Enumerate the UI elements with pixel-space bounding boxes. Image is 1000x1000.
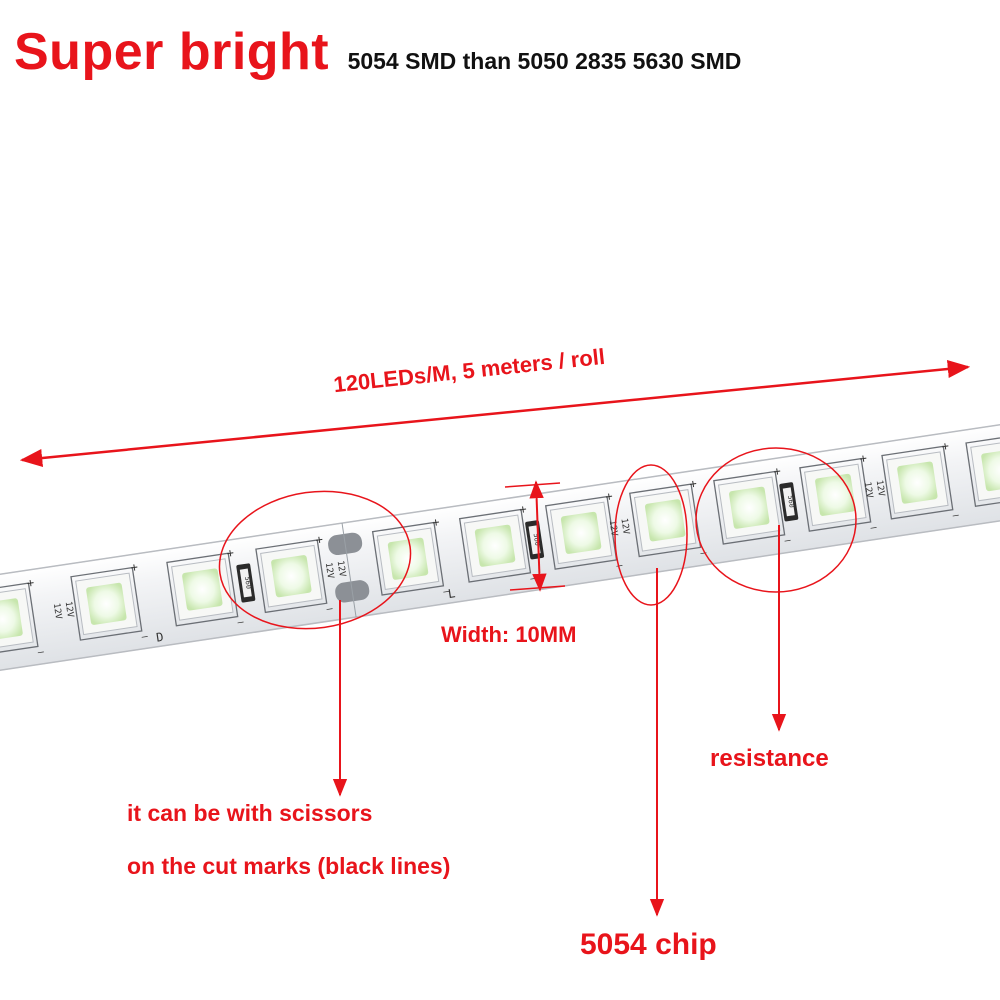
voltage-mark: 12V (862, 481, 874, 499)
led-emitter (271, 555, 312, 598)
voltage-mark: 12V (63, 601, 75, 619)
plus-mark: + (431, 515, 440, 530)
voltage-mark: 12V (51, 602, 63, 620)
title-subtitle: 5054 SMD than 5050 2835 5630 SMD (347, 48, 742, 74)
minus-mark: — (700, 547, 709, 559)
title-row: Super bright 5054 SMD than 5050 2835 563… (14, 22, 741, 82)
strip-letter-l: L (447, 586, 456, 601)
minus-mark: — (237, 617, 246, 629)
minus-mark: — (952, 510, 961, 522)
plus-mark: + (130, 560, 139, 575)
strip-edge-bottom (0, 505, 1000, 681)
length-label: 120LEDs/M, 5 meters / roll (332, 344, 606, 397)
led-emitter (815, 473, 856, 516)
width-dimension-line (529, 480, 547, 592)
cut-line (341, 523, 357, 618)
cut-instruction-line2: on the cut marks (black lines) (127, 853, 451, 879)
width-tick-top (504, 482, 561, 488)
width-label: Width: 10MM (441, 622, 577, 647)
led-outline (544, 495, 618, 570)
led-emitter (474, 524, 516, 567)
led-emitter (644, 499, 686, 542)
led-outline (713, 470, 786, 545)
length-arrow (19, 360, 971, 467)
resistor-face (239, 568, 252, 598)
led-emitter (0, 598, 23, 641)
minus-mark: — (870, 522, 879, 534)
plus-mark: + (518, 502, 527, 517)
led-emitter (897, 461, 938, 504)
chip-label: 5054 chip (580, 928, 717, 961)
width-tick-bottom (509, 585, 566, 591)
voltage-mark: 12V (618, 518, 630, 536)
title-main: Super bright (14, 23, 330, 81)
minus-mark: — (616, 560, 625, 572)
plus-mark: + (688, 476, 697, 491)
led-outline (965, 433, 1000, 508)
led-outline (70, 566, 143, 641)
plus-mark: + (315, 532, 324, 547)
led-emitter (387, 537, 429, 580)
resistance-circle (695, 447, 857, 593)
resistance-label: resistance (710, 745, 829, 772)
minus-mark: — (443, 586, 452, 598)
plus-mark: + (226, 546, 235, 561)
minus-mark: — (784, 535, 793, 547)
plus-mark: + (26, 575, 35, 590)
plus-mark: + (773, 464, 782, 479)
voltage-mark: 12V (335, 560, 347, 578)
led-outline (166, 552, 239, 627)
resistor-code: 560 (786, 495, 796, 509)
led-outline (458, 508, 532, 583)
plus-mark: + (604, 489, 613, 504)
led-outline (255, 539, 328, 614)
led-emitter (86, 582, 127, 625)
led-emitter (729, 486, 770, 529)
strip-letter-d: D (155, 630, 164, 645)
led-outline (0, 582, 39, 657)
resistor-face (782, 487, 795, 517)
minus-mark: — (37, 647, 46, 659)
cut-mark-circle (218, 490, 412, 630)
voltage-mark: 12V (874, 479, 886, 497)
voltage-mark: 12V (323, 562, 335, 580)
led-emitter (981, 449, 1000, 492)
minus-mark: — (141, 631, 150, 643)
led-emitter (560, 511, 602, 554)
chip-circle (614, 464, 688, 606)
minus-mark: — (326, 603, 335, 615)
cut-instruction-line1: it can be with scissors (127, 800, 373, 826)
led-emitter (182, 568, 223, 611)
resistor-code: 560 (243, 576, 253, 590)
